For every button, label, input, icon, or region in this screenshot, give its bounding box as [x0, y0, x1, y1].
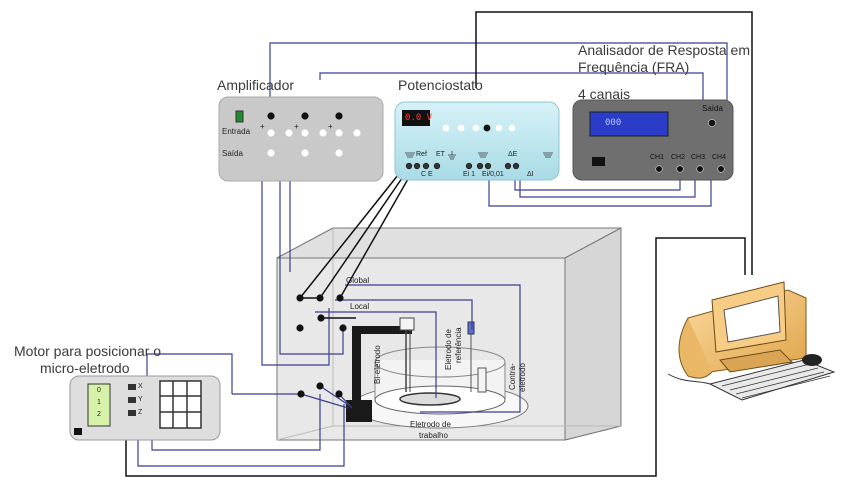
potentiostat-eio-label: Ei/0,01 [482, 171, 504, 178]
potentiostat [394, 101, 560, 181]
amplifier-input-label: Entrada [222, 127, 251, 136]
fra-output-label: Saída [702, 104, 723, 113]
potentiostat-display: 0.0 V [405, 113, 433, 123]
working-electrode-label-1: Eletrodo de [410, 420, 451, 429]
potentiostat-label: Potenciostato [398, 77, 483, 93]
electrochemical-cell [346, 317, 529, 429]
ref-electrode-label-1: Eletrodo de [444, 329, 453, 370]
bi-electrode-label: Bi-eletrodo [373, 345, 382, 384]
fra-label-line1: Analisador de Resposta em [578, 42, 750, 58]
motor-axis-y: Y [138, 396, 143, 403]
cage-terminals [296, 294, 347, 398]
motor-axis-x: X [138, 383, 143, 390]
potentiostat-ce-label: C E [421, 171, 433, 178]
ref-electrode-label-2: referência [454, 327, 463, 363]
motor-display-0: 0 [97, 387, 101, 394]
global-label: Global [346, 276, 370, 285]
fra-channels-label: 4 canais [578, 86, 631, 102]
counter-electrode-label-1: Contra- [508, 363, 517, 390]
fra-ch2-label: CH2 [671, 154, 686, 161]
local-label: Local [350, 302, 370, 311]
potentiostat-de-label: ΔE [508, 151, 518, 158]
fra-ch3-label: CH3 [691, 154, 706, 161]
amplifier-plus-1: + [260, 122, 265, 131]
fra-ch1-label: CH1 [650, 154, 665, 161]
frequency-response-analyzer [572, 99, 734, 181]
amplifier-label: Amplificador [217, 77, 295, 93]
potentiostat-ei-label: Ei 1 [463, 171, 476, 178]
faraday-cage [276, 227, 622, 441]
amplifier-plus-3: + [328, 122, 333, 131]
fra-ch4-label: CH4 [712, 154, 727, 161]
potentiostat-di-label: ΔI [527, 171, 534, 178]
motor-display-2: 2 [97, 411, 101, 418]
working-electrode-label-2: trabalho [419, 431, 448, 440]
motor-display-1: 1 [97, 399, 101, 406]
fra-display: 000 [605, 118, 622, 128]
motor-controller [69, 375, 221, 441]
fra-label-line2: Frequência (FRA) [578, 59, 690, 75]
computer [667, 281, 836, 401]
amplifier [218, 96, 384, 182]
counter-electrode-label-2: eletrodo [518, 363, 527, 392]
black-wiring [125, 11, 753, 477]
motor-label-line2: micro-eletrodo [40, 360, 130, 376]
potentiostat-et-label: ET [436, 151, 445, 158]
amplifier-plus-2: + [294, 122, 299, 131]
motor-label-line1: Motor para posicionar o [14, 343, 162, 359]
potentiostat-ref-label: Ref [416, 151, 427, 158]
amplifier-output-label: Saída [222, 149, 243, 158]
motor-axis-z: Z [138, 409, 143, 416]
